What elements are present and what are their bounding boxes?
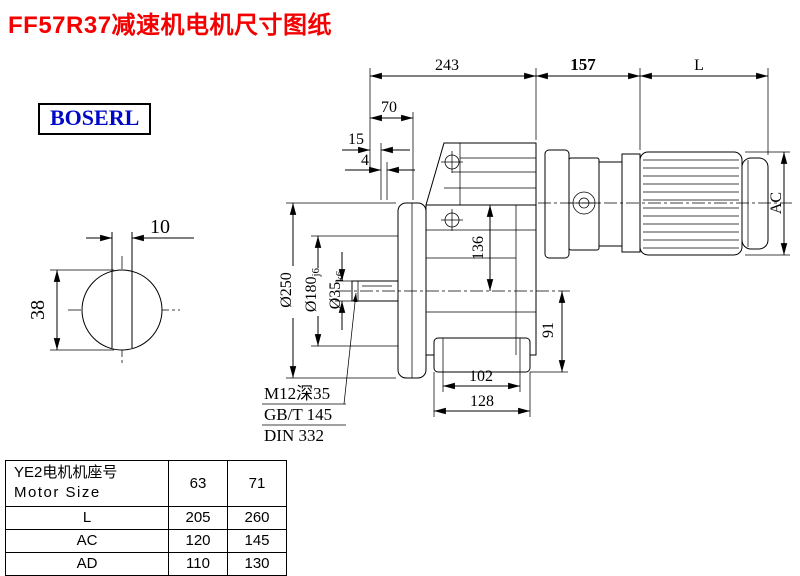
bolt-hole-marker (441, 151, 463, 231)
brand-logo: BOSERL (38, 103, 152, 135)
motor-size-table: YE2电机机座号 Motor Size 63 71 L 205 260 AC 1… (5, 460, 287, 576)
fan-cowl (741, 157, 769, 250)
dim-157: 157 (570, 55, 596, 74)
dim-output-shaft-dia: Ø35k6 (327, 270, 346, 309)
AC-63: 120 (168, 528, 228, 553)
motor-size-header-cn: YE2电机机座号 (14, 464, 118, 481)
note-tap: M12深35 (264, 384, 330, 403)
dim-shaft-dia: 38 (27, 300, 49, 320)
dim-15: 15 (348, 131, 364, 148)
dim-flange-dia: Ø250 (278, 272, 295, 308)
size-71: 71 (227, 460, 287, 507)
size-63: 63 (168, 460, 228, 507)
table-row: AD 110 130 (5, 551, 287, 576)
dim-128: 128 (470, 393, 494, 410)
note-std1: GB/T 145 (264, 405, 332, 424)
AD-63: 110 (168, 551, 228, 576)
dim-70: 70 (381, 99, 397, 116)
L-63: 205 (168, 505, 228, 530)
motor-fins (643, 159, 739, 249)
dim-102: 102 (469, 368, 493, 385)
gearbox-front-view (338, 142, 570, 379)
page-title: FF57R37减速机电机尺寸图纸 (8, 12, 333, 39)
dim-243: 243 (435, 57, 459, 74)
motor-body (639, 151, 743, 256)
motor-size-header-en: Motor Size (14, 484, 101, 502)
row-label-L: L (5, 505, 169, 530)
table-header-row: YE2电机机座号 Motor Size 63 71 (5, 460, 287, 507)
AD-71: 130 (227, 551, 287, 576)
shaft-end-view: 10 38 (27, 216, 194, 364)
dim-136: 136 (470, 236, 487, 260)
dim-spigot-dia: Ø180j6 (303, 267, 322, 312)
dimension-annotations: 243 157 L 70 15 4 Ø250 Ø180j6 Ø35k6 136 (278, 55, 790, 417)
row-label-AC: AC (5, 528, 169, 553)
dim-4: 4 (361, 152, 369, 169)
row-label-AD: AD (5, 551, 169, 576)
AC-71: 145 (227, 528, 287, 553)
motor-side-view (538, 149, 792, 259)
dim-key-width: 10 (150, 216, 170, 238)
thread-spec-notes: M12深35 GB/T 145 DIN 332 (262, 292, 358, 445)
table-row: L 205 260 (5, 505, 287, 530)
dim-L: L (694, 57, 704, 74)
table-row: AC 120 145 (5, 528, 287, 553)
motor-size-header: YE2电机机座号 Motor Size (5, 460, 169, 507)
dim-91: 91 (540, 322, 557, 338)
L-71: 260 (227, 505, 287, 530)
dim-AC: AC (768, 192, 785, 214)
note-std2: DIN 332 (264, 426, 324, 445)
